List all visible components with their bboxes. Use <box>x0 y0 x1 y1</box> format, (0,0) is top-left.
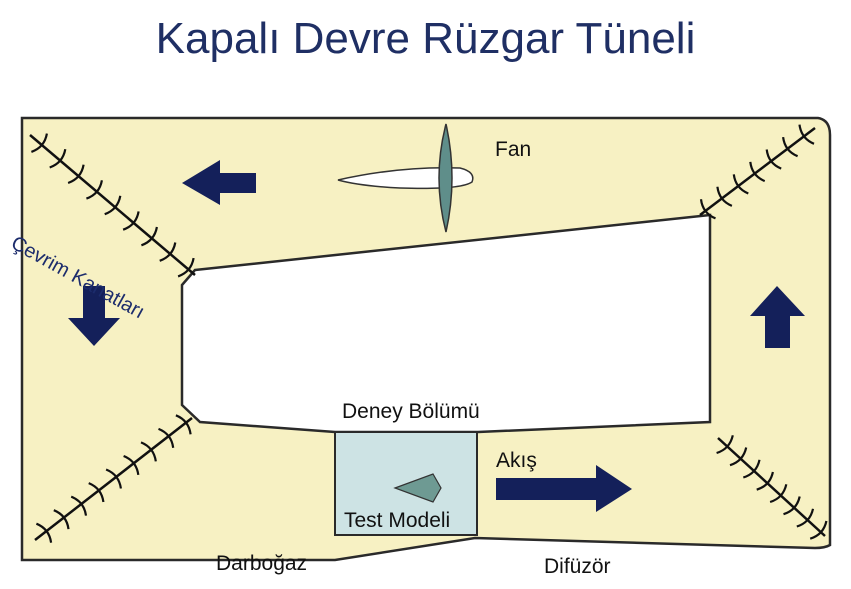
guide-vanes-group <box>29 124 828 543</box>
guide-vane-blade <box>49 148 67 169</box>
guide-vane-blade <box>67 164 85 185</box>
guide-vane-blade <box>105 468 122 489</box>
guide-vane-blade <box>732 174 749 195</box>
guide-vane-blade <box>716 186 733 207</box>
guide-vane-blade <box>31 133 48 153</box>
label-diffuser: Difüzör <box>544 555 611 578</box>
arrow-down-icon <box>68 286 120 346</box>
guide-vane-blade <box>140 226 158 247</box>
guide-vane-line-bottom-left <box>34 417 193 541</box>
guide-vane-blade <box>122 211 140 231</box>
guide-vane-blade <box>35 522 53 543</box>
guide-vane-blade <box>729 447 748 467</box>
guide-vane-blade <box>53 509 70 530</box>
guide-vane-line-top-left <box>29 134 196 276</box>
guide-vane-blade <box>796 508 815 528</box>
guide-vane-blade <box>749 161 766 183</box>
page-title: Kapalı Devre Rüzgar Tüneli <box>155 14 696 63</box>
guide-vane-blade <box>159 242 177 262</box>
guide-vane-blade <box>783 496 801 516</box>
guide-vane-blade <box>158 427 175 448</box>
guide-vane-blade <box>70 495 88 516</box>
guide-vane-line-top-right <box>699 127 816 216</box>
guide-vane-blade <box>742 459 761 479</box>
guide-vane-blade <box>177 257 195 278</box>
guide-vane-blade <box>769 484 788 504</box>
arrow-up-icon <box>750 286 805 348</box>
guide-vane-blade <box>756 471 774 491</box>
label-fan: Fan <box>495 138 532 161</box>
guide-vane-blade <box>809 520 828 540</box>
guide-vane-blade <box>104 195 122 216</box>
test-model-shape <box>393 473 442 503</box>
label-flow: Akış <box>496 449 537 472</box>
label-test-model: Test Modeli <box>344 509 451 532</box>
fan-blade <box>438 123 453 233</box>
guide-vane-blade <box>798 124 815 145</box>
guide-vane-blade <box>175 414 192 435</box>
guide-vane-blade <box>716 435 734 455</box>
guide-vane-blade <box>699 199 716 220</box>
guide-vane-blade <box>765 149 782 170</box>
guide-vane-blade <box>782 136 799 158</box>
label-throat: Darboğaz <box>216 552 308 575</box>
guide-vane-blade <box>86 180 103 200</box>
label-test-section: Deney Bölümü <box>342 400 480 423</box>
guide-vane-blade <box>140 441 157 462</box>
arrow-left-icon <box>182 160 256 205</box>
guide-vane-blade <box>123 454 140 476</box>
arrow-right-icon <box>496 465 632 512</box>
guide-vane-blade <box>88 482 105 503</box>
